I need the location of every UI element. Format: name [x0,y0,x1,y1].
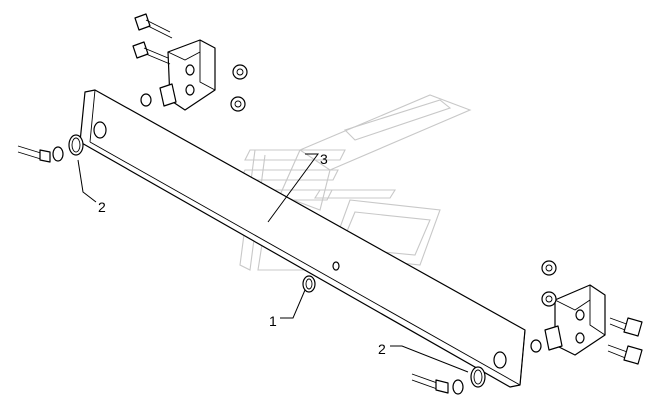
upper-nut-1 [232,64,248,80]
leader-3 [267,153,319,223]
main-bar [79,89,526,388]
leader-2-right [390,345,469,373]
bar-hole-center [332,261,340,271]
upper-bolt-head-1 [134,13,151,31]
upper-pin [159,83,177,107]
upper-nut-2 [230,96,246,112]
lower-nut-1 [541,260,557,276]
callout-2-right: 2 [378,341,386,357]
lower-bolt-head-1 [623,317,643,337]
bushing-right [411,366,486,395]
bushing-left [17,134,84,163]
bar-hole-right [493,351,507,369]
upper-washer [140,93,152,107]
upper-bracket-assembly [132,13,248,112]
leader-2-left [77,159,97,203]
callout-3: 3 [320,151,328,167]
lower-bracket-assembly [530,260,643,365]
small-bushing [302,275,316,293]
lower-bolt-head-2 [623,345,643,365]
lower-washer [530,339,542,353]
lower-pin [544,325,563,351]
callout-1: 1 [269,313,277,329]
callout-2-left: 2 [98,199,106,215]
bar-hole-left [93,121,107,139]
lower-nut-2 [541,291,557,307]
upper-bolt-head-2 [132,41,149,59]
leader-1 [280,289,306,319]
